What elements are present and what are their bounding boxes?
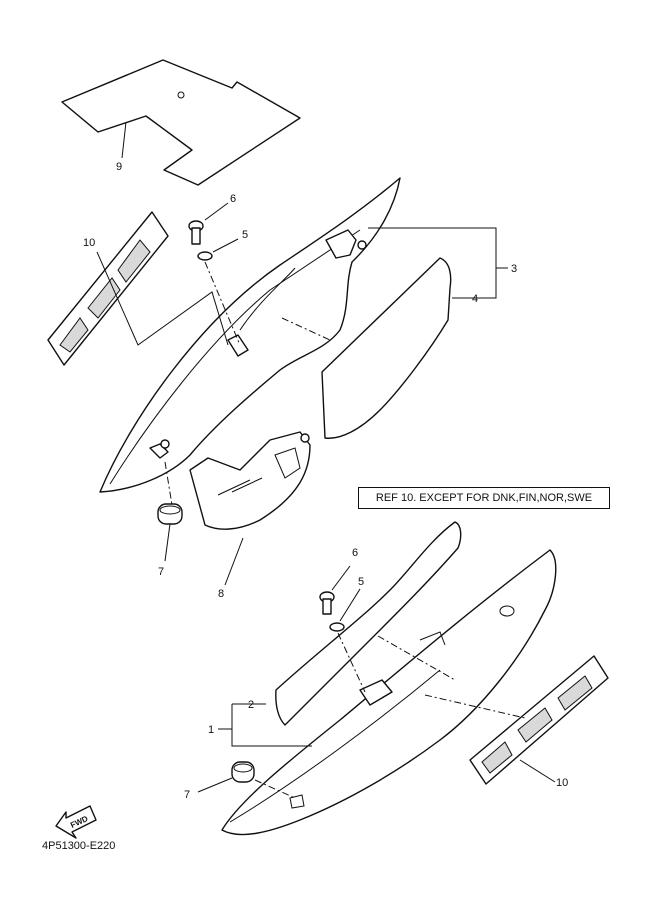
part-6-screw-upper — [188, 220, 204, 245]
callout-10-upper: 10 — [83, 237, 95, 249]
callout-4: 4 — [472, 293, 478, 305]
part-4-panel-upper — [321, 257, 452, 439]
callout-1: 1 — [208, 724, 214, 736]
callout-6-upper: 6 — [230, 193, 236, 205]
callout-5-lower: 5 — [358, 576, 364, 588]
callout-7-lower: 7 — [184, 789, 190, 801]
callout-9: 9 — [116, 161, 122, 173]
part-7-grommet-lower — [231, 761, 255, 783]
part-3-side-cover-upper — [99, 177, 401, 493]
diagram-code: 4P51300-E220 — [42, 840, 116, 852]
part-7-grommet-upper — [157, 503, 183, 525]
callout-3: 3 — [511, 263, 517, 275]
part-10-decal-lower — [469, 655, 609, 785]
callout-6-lower: 6 — [352, 547, 358, 559]
leader-lines — [96, 121, 556, 793]
fwd-arrow-icon: FWD — [55, 805, 97, 839]
callout-8: 8 — [218, 588, 224, 600]
callout-labels: 9 6 5 10 3 4 7 8 6 5 2 1 7 10 — [83, 161, 568, 801]
callout-10-lower: 10 — [556, 777, 568, 789]
part-10-decal-upper — [47, 211, 169, 366]
part-8-bracket — [189, 431, 311, 530]
part-1-side-cover-lower — [221, 549, 557, 836]
part-5-washer-lower — [329, 622, 345, 632]
part-2-panel-lower — [275, 521, 462, 726]
part-9-sheet — [61, 59, 301, 186]
callout-5-upper: 5 — [242, 229, 248, 241]
reference-note-box: REF 10. EXCEPT FOR DNK,FIN,NOR,SWE — [358, 487, 610, 509]
part-5-washer-upper — [197, 251, 213, 261]
part-6-screw-lower — [319, 591, 335, 615]
callout-2: 2 — [248, 699, 254, 711]
callout-7-upper: 7 — [158, 566, 164, 578]
